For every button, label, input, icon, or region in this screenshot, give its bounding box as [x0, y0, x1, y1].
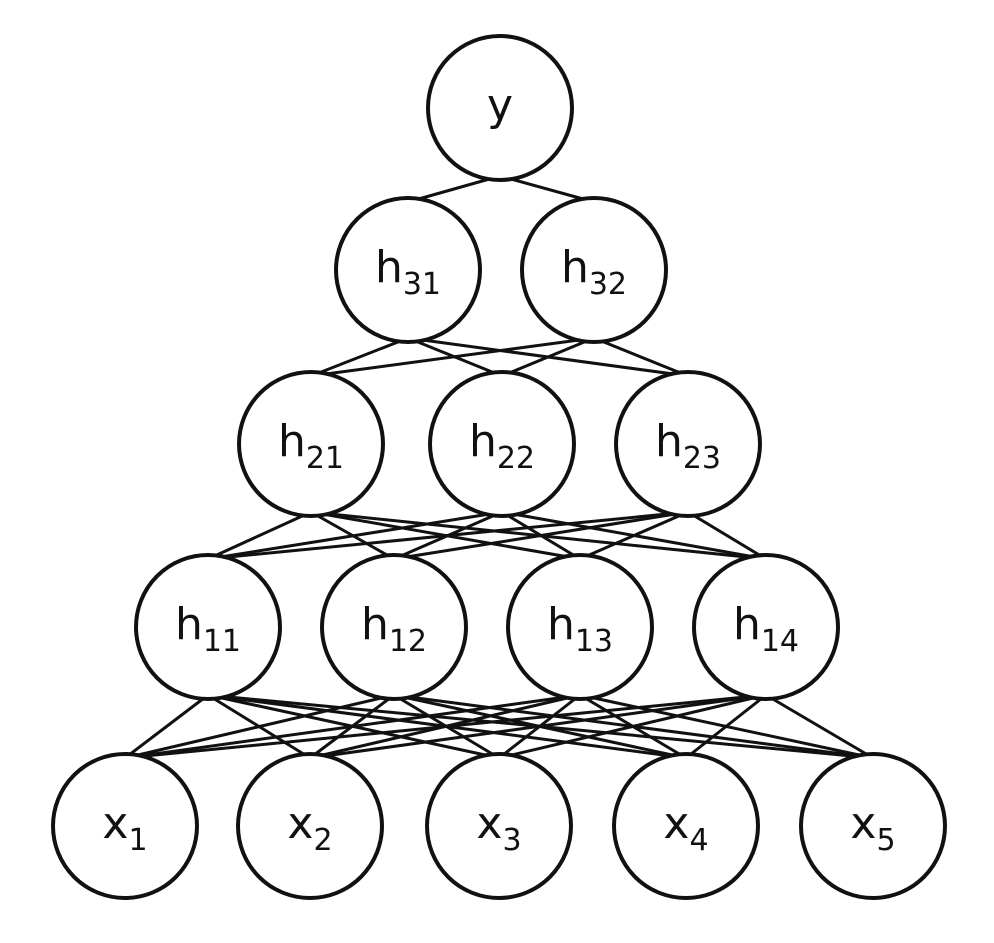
node-h14: h14 — [692, 553, 840, 701]
edge-h14-x1 — [123, 693, 768, 760]
node-circle-h14 — [692, 553, 840, 701]
edge-h23-h11 — [206, 510, 690, 561]
node-label-base: h — [547, 599, 575, 650]
node-circle-h21 — [237, 370, 385, 518]
edge-h14-x4 — [684, 693, 768, 760]
node-label-base: h — [655, 416, 683, 467]
node-circle-h32 — [520, 196, 668, 344]
node-label-x5: x5 — [850, 798, 895, 858]
node-h12: h12 — [320, 553, 468, 701]
node-label-base: x — [663, 798, 689, 849]
edge-h14-x2 — [308, 693, 768, 760]
edge-h14-x5 — [764, 693, 875, 760]
edge-h13-x1 — [123, 693, 582, 760]
edge-h11-x1 — [123, 693, 210, 760]
node-circle-y — [426, 34, 574, 182]
node-label-base: h — [278, 416, 306, 467]
node-label-base: x — [287, 798, 313, 849]
node-label-base: y — [487, 80, 513, 131]
node-label-x2: x2 — [287, 798, 332, 858]
node-h31: h31 — [334, 196, 482, 344]
edge-y-h32 — [498, 174, 596, 204]
node-label-base: h — [175, 599, 203, 650]
connection-lines — [123, 174, 875, 760]
node-circle-x2 — [236, 752, 384, 900]
node-h11: h11 — [134, 553, 282, 701]
node-label-subscript: 4 — [689, 823, 708, 858]
node-x1: x1 — [51, 752, 199, 900]
edge-h31-h21 — [309, 336, 410, 378]
node-circle-x5 — [799, 752, 947, 900]
node-label-h31: h31 — [375, 242, 441, 302]
edge-h14-x3 — [497, 693, 768, 760]
edge-h32-h23 — [592, 336, 690, 378]
edge-h32-h21 — [309, 336, 596, 378]
node-circle-h11 — [134, 553, 282, 701]
edge-h22-h11 — [206, 510, 504, 561]
node-circle-x1 — [51, 752, 199, 900]
edge-h23-h14 — [686, 510, 768, 561]
node-label-base: h — [361, 599, 389, 650]
node-label-base: h — [561, 242, 589, 293]
node-circle-h31 — [334, 196, 482, 344]
node-label-h13: h13 — [547, 599, 613, 659]
node-h22: h22 — [428, 370, 576, 518]
node-label-subscript: 5 — [876, 823, 895, 858]
node-circle-x3 — [425, 752, 573, 900]
node-label-h14: h14 — [733, 599, 799, 659]
node-label-base: x — [102, 798, 128, 849]
node-label-subscript: 13 — [575, 624, 613, 659]
node-label-base: h — [733, 599, 761, 650]
node-label-h23: h23 — [655, 416, 721, 476]
node-label-h21: h21 — [278, 416, 344, 476]
node-label-subscript: 3 — [502, 823, 521, 858]
node-label-subscript: 22 — [497, 441, 535, 476]
node-label-subscript: 2 — [313, 823, 332, 858]
edge-h21-h11 — [206, 510, 313, 561]
node-label-h32: h32 — [561, 242, 627, 302]
node-h32: h32 — [520, 196, 668, 344]
node-label-h11: h11 — [175, 599, 241, 659]
node-label-x4: x4 — [663, 798, 708, 858]
node-label-subscript: 1 — [128, 823, 147, 858]
node-circle-h22 — [428, 370, 576, 518]
node-h21: h21 — [237, 370, 385, 518]
edge-h12-x1 — [123, 693, 396, 760]
node-circle-h23 — [614, 370, 762, 518]
node-label-subscript: 21 — [306, 441, 344, 476]
node-circle-h12 — [320, 553, 468, 701]
edge-h32-h22 — [500, 336, 596, 378]
edge-h23-h12 — [392, 510, 690, 561]
node-label-base: x — [850, 798, 876, 849]
node-h13: h13 — [506, 553, 654, 701]
node-label-subscript: 32 — [589, 267, 627, 302]
node-label-x3: x3 — [476, 798, 521, 858]
node-y: y — [426, 34, 574, 182]
node-label-x1: x1 — [102, 798, 147, 858]
node-label-subscript: 14 — [761, 624, 799, 659]
node-circle-h13 — [506, 553, 654, 701]
node-label-subscript: 23 — [683, 441, 721, 476]
node-label-subscript: 11 — [203, 624, 241, 659]
node-circle-x4 — [612, 752, 760, 900]
node-x3: x3 — [425, 752, 573, 900]
node-label-base: h — [375, 242, 403, 293]
node-label-base: h — [469, 416, 497, 467]
node-label-subscript: 12 — [389, 624, 427, 659]
node-h23: h23 — [614, 370, 762, 518]
node-label-y: y — [487, 80, 513, 131]
node-label-subscript: 31 — [403, 267, 441, 302]
edge-h23-h13 — [578, 510, 690, 561]
node-label-base: x — [476, 798, 502, 849]
node-x5: x5 — [799, 752, 947, 900]
node-label-h12: h12 — [361, 599, 427, 659]
node-x2: x2 — [236, 752, 384, 900]
node-x4: x4 — [612, 752, 760, 900]
node-label-h22: h22 — [469, 416, 535, 476]
